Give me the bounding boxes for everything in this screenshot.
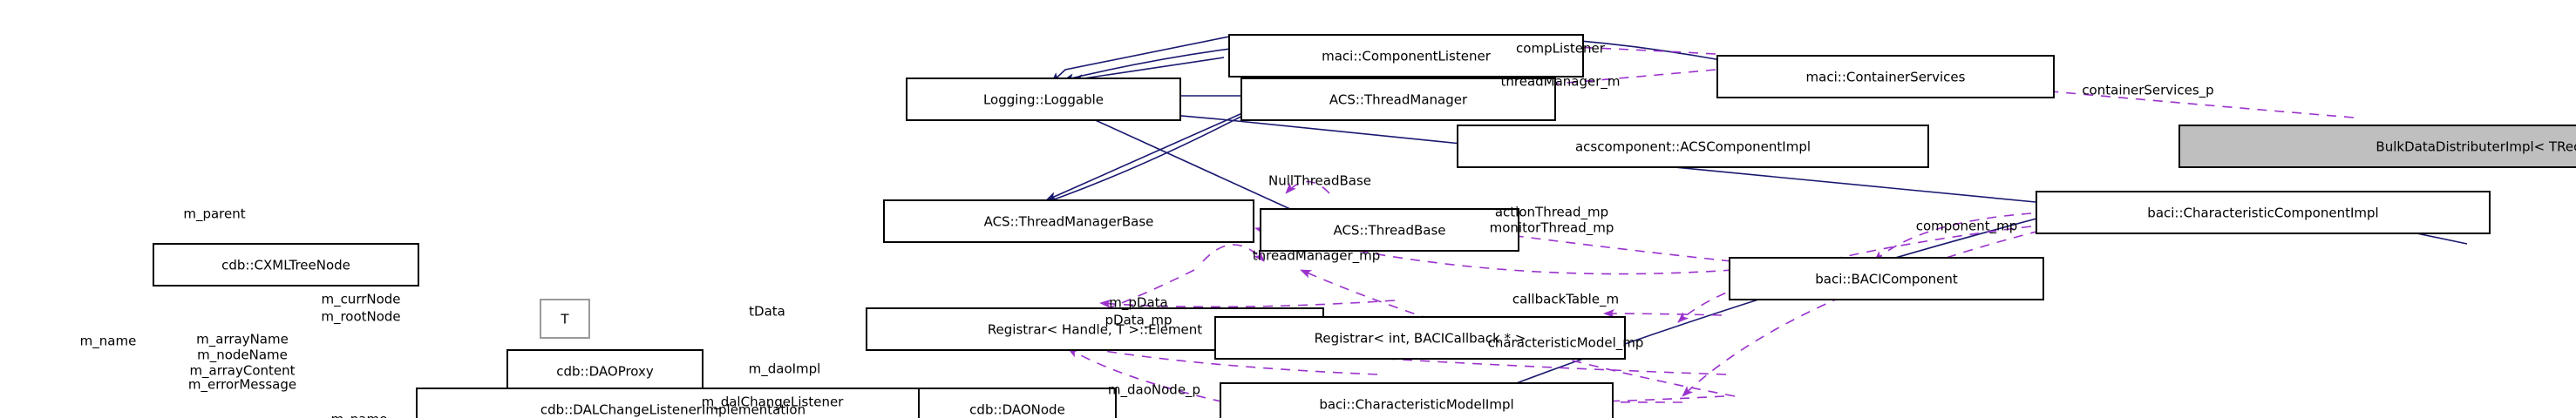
node-box [1228, 34, 1584, 78]
node-label: baci::CharacteristicComponentImpl [2147, 206, 2378, 221]
node-registrar_int[interactable]: Registrar< int, BACICallback * > [1214, 316, 1626, 360]
node-label: Registrar< int, BACICallback * > [1315, 331, 1526, 347]
edge-label-component_mp: component_mp [1916, 219, 2018, 235]
edge-label-threadmanager_mp: threadManager_mp [1253, 248, 1381, 265]
node-acs_threadbase[interactable]: ACS::ThreadBase [1260, 208, 1519, 252]
node-cdb_daonode[interactable]: cdb::DAONode [918, 388, 1117, 418]
node-label: baci::CharacteristicModelImpl [1319, 397, 1513, 413]
node-box [883, 199, 1254, 243]
node-box [1729, 257, 2044, 300]
edge-label-actionthread_mp: actionThread_mp [1495, 205, 1608, 221]
edge-label-callbacktable_m: callbackTable_m [1512, 292, 1619, 308]
node-cdb_daoproxy[interactable]: cdb::DAOProxy [506, 349, 703, 393]
node-box [1260, 208, 1519, 252]
edge-label-m_currnode: m_currNode [321, 292, 400, 308]
node-bulkdata_focus[interactable]: BulkDataDistributerImpl< TReceiverCallba… [2178, 125, 2576, 168]
node-maci_complistener[interactable]: maci::ComponentListener [1228, 34, 1584, 78]
edge-label-tdata: tData [749, 304, 785, 320]
node-box [1716, 55, 2055, 98]
node-label: acscomponent::ACSComponentImpl [1575, 139, 1811, 155]
node-box [540, 299, 590, 339]
edge-label-nullthreadbase: NullThreadBase [1268, 173, 1371, 189]
node-box [1457, 125, 1929, 168]
node-box [1220, 382, 1614, 418]
edge-label-complistener: compListener [1516, 41, 1606, 57]
edge-label-m_daoimpl: m_daoImpl [749, 361, 821, 378]
edge-label-m_errormessage: m_errorMessage [188, 377, 296, 394]
edge-labels-layer: compListener threadManager_m containerServ… [80, 41, 2214, 418]
node-label: T [560, 312, 569, 327]
node-label: cdb::DAONode [969, 402, 1065, 418]
node-label: Registrar< Handle, T >::Element [988, 322, 1202, 338]
edge-label-pdata_mp: pData_mp [1105, 313, 1172, 329]
edge-label-m_arraycontent: m_arrayContent [189, 363, 295, 380]
edge-label-monitorthread_mp: monitorThread_mp [1490, 220, 1614, 237]
node-label: cdb::DALChangeListenerImplementation [540, 402, 805, 418]
node-box [906, 78, 1181, 121]
edge-label-m_dalchangelistener: m_dalChangeListener [702, 394, 845, 411]
node-label: maci::ComponentListener [1322, 49, 1492, 64]
node-acs_threadmanagerbase[interactable]: ACS::ThreadManagerBase [883, 199, 1254, 243]
edge-label-characteristicmodel: characteristicModel_mp [1488, 335, 1644, 352]
node-baci_bacicomponent[interactable]: baci::BACIComponent [1729, 257, 2044, 300]
nodes-layer: Logging::Loggable maci::ComponentListener… [153, 34, 2576, 418]
node-label: ACS::ThreadManagerBase [984, 214, 1154, 230]
node-box [1240, 78, 1556, 121]
node-label: ACS::ThreadManager [1329, 92, 1468, 108]
node-box [153, 243, 419, 287]
edge-label-m_name_1: m_name [80, 334, 137, 350]
node-label: baci::BACIComponent [1815, 272, 1958, 287]
edge-label-m_name_2: m_name [331, 412, 388, 418]
node-maci_containerservices[interactable]: maci::ContainerServices [1716, 55, 2055, 98]
node-label: maci::ContainerServices [1806, 70, 1966, 85]
node-cdb_cxmltreenode[interactable]: cdb::CXMLTreeNode [153, 243, 419, 287]
node-box [416, 388, 930, 418]
node-label: ACS::ThreadBase [1333, 223, 1445, 239]
node-box [506, 349, 703, 393]
node-cdb_dalchange[interactable]: cdb::DALChangeListenerImplementation [416, 388, 930, 418]
edge-label-m_arrayname: m_arrayName [196, 332, 289, 348]
node-logging_loggable[interactable]: Logging::Loggable [906, 78, 1181, 121]
node-box [2178, 125, 2576, 168]
node-t[interactable]: T [540, 299, 590, 339]
node-label: BulkDataDistributerImpl< TReceiverCallba… [2375, 139, 2576, 155]
edge-label-m_rootnode: m_rootNode [321, 309, 400, 326]
node-acs_threadmanager[interactable]: ACS::ThreadManager [1240, 78, 1556, 121]
edge-label-containerservices_p: containerServices_p [2082, 83, 2213, 99]
edge-label-m_parent: m_parent [183, 206, 245, 223]
node-box [2036, 191, 2491, 234]
edge-label-m_pdata: m_pData [1109, 295, 1167, 312]
node-char_modelimpl[interactable]: baci::CharacteristicModelImpl [1220, 382, 1614, 418]
node-label: cdb::DAOProxy [556, 364, 654, 380]
edge-label-m_daonode_p: m_daoNode_p [1108, 382, 1200, 399]
edge-label-m_nodename: m_nodeName [197, 347, 288, 364]
node-box [1214, 316, 1626, 360]
node-label: Logging::Loggable [983, 92, 1104, 108]
node-char_componentimpl[interactable]: baci::CharacteristicComponentImpl [2036, 191, 2491, 234]
edge-label-threadmanager_m: threadManager_m [1500, 74, 1620, 91]
node-box [918, 388, 1117, 418]
node-acs_componentimpl[interactable]: acscomponent::ACSComponentImpl [1457, 125, 1929, 168]
node-label: cdb::CXMLTreeNode [221, 258, 350, 273]
